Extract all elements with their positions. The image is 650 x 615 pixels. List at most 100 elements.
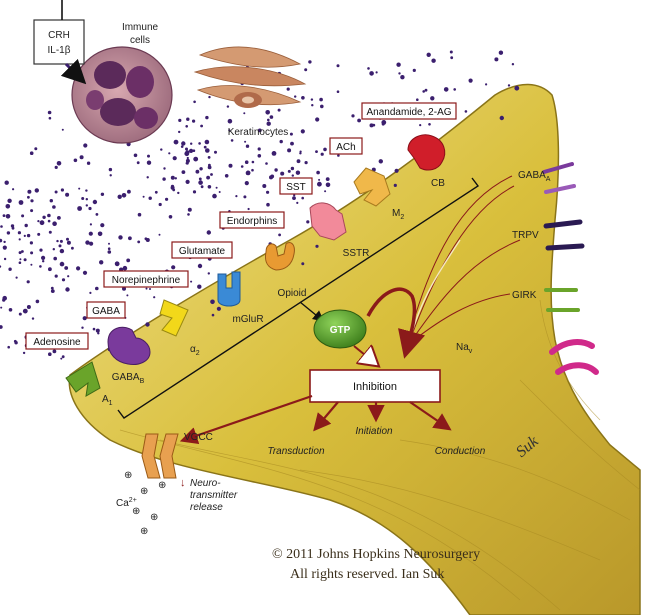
ligand-dot [92,199,98,205]
ligand-dot [210,299,215,305]
ligand-dot [296,201,299,204]
ligand-dot [3,257,7,261]
ligand-dot [178,118,182,122]
ligand-dot [287,169,291,173]
receptor-label-alpha2: α2 [190,344,200,357]
ligand-dot [89,223,92,226]
ligand-dot [398,72,401,75]
ligand-dot [453,88,457,91]
ligand-dot [185,150,190,155]
transduction-label: Transduction [267,446,325,457]
ligand-dot [109,174,112,177]
ligand-dot [215,186,218,189]
ligand-dot [59,248,65,254]
ligand-dot [192,149,196,152]
ligand-dot [430,96,435,101]
ligand-dot [18,200,24,205]
ligand-dot [42,215,46,219]
ligand-dot [85,240,90,245]
ligand-dot [52,205,56,209]
ligand-dot [315,244,319,248]
ligand-dot [146,176,149,179]
ligand-dot [218,191,221,193]
ligand-dot [210,173,213,176]
channel-trpv [543,219,585,251]
ligand-dot [24,223,28,228]
ligand-dot [186,117,190,121]
receptor-mglur [217,271,241,307]
ligand-dot [78,187,81,190]
ligand-dot [207,165,212,170]
ligand-dot [64,266,69,270]
receptor-label-gabab: GABAB [112,372,145,385]
ligand-dot [0,306,3,309]
ligand-dot [7,198,12,203]
channel-girk [544,288,580,312]
ligand-dot [34,188,39,193]
ligand-dot [66,240,71,245]
ligand-dot [203,145,207,149]
ligand-dot [511,62,515,66]
ligand-dot [5,214,11,219]
initiation-label: Initiation [355,426,393,437]
ligand-dot [245,170,251,176]
ligand-dot [265,110,271,115]
ligand-dot [197,284,202,289]
receptor-label-a1: A1 [102,394,113,407]
svg-text:GABA: GABA [92,306,120,317]
ligand-dot [181,141,186,146]
ligand-dot [145,322,150,327]
channel-label-gabaa: GABAA [518,170,551,183]
channel-label-girk: GIRK [512,290,537,301]
ligand-dot [30,263,33,266]
immune-cell [71,46,173,144]
ligand-dot [50,289,55,293]
ligand-dot [162,177,166,181]
receptor-label-cb: CB [431,178,445,189]
neurotransmitter-label-2: transmitter [190,490,238,501]
ligand-dot [86,161,91,165]
ligand-dot [4,180,9,185]
ligand-dot [325,182,331,188]
ligand-dot [378,159,383,164]
svg-text:SST: SST [286,182,305,193]
ligand-dot [121,193,127,198]
neurotransmitter-label-3: release [190,502,223,513]
ligand-dot [168,215,173,219]
ligand-dot [290,141,294,146]
ligand-dot [174,177,177,180]
ligand-dot [422,90,426,93]
ligand-dot [292,196,296,201]
ligand-dot [95,286,99,291]
ligand-dot [22,308,28,314]
ligand-dot [47,213,51,218]
ligand-dot [26,280,30,284]
ligand-dot [61,278,66,282]
ligand-dot [287,148,292,153]
ligand-dot [325,177,330,182]
ligand-dot [274,168,278,172]
ligand-dot [443,87,449,92]
ligand-dot [270,174,275,179]
ligand-dot [185,158,190,163]
svg-text:Norepinephrine: Norepinephrine [112,275,181,286]
neurotransmitter-label-1: Neuro- [190,478,221,489]
ligand-dot [180,145,184,148]
ligand-dot [30,199,34,203]
ligand-dot [26,305,31,309]
ligand-dot [27,189,32,194]
ligand-box-norepinephrine: Norepinephrine [103,270,189,288]
ligand-dot [34,147,38,151]
ligand-dot [59,261,65,267]
ligand-dot [17,231,21,235]
ligand-dot [266,202,270,207]
ligand-dot [172,156,177,161]
ligand-dot [148,196,152,200]
ligand-dot [185,147,188,151]
ligand-dot [85,204,89,207]
ligand-dot [295,170,301,175]
ligand-box-endorphins: Endorphins [219,211,285,229]
ligand-dot [257,147,261,151]
ligand-dot [57,216,61,220]
